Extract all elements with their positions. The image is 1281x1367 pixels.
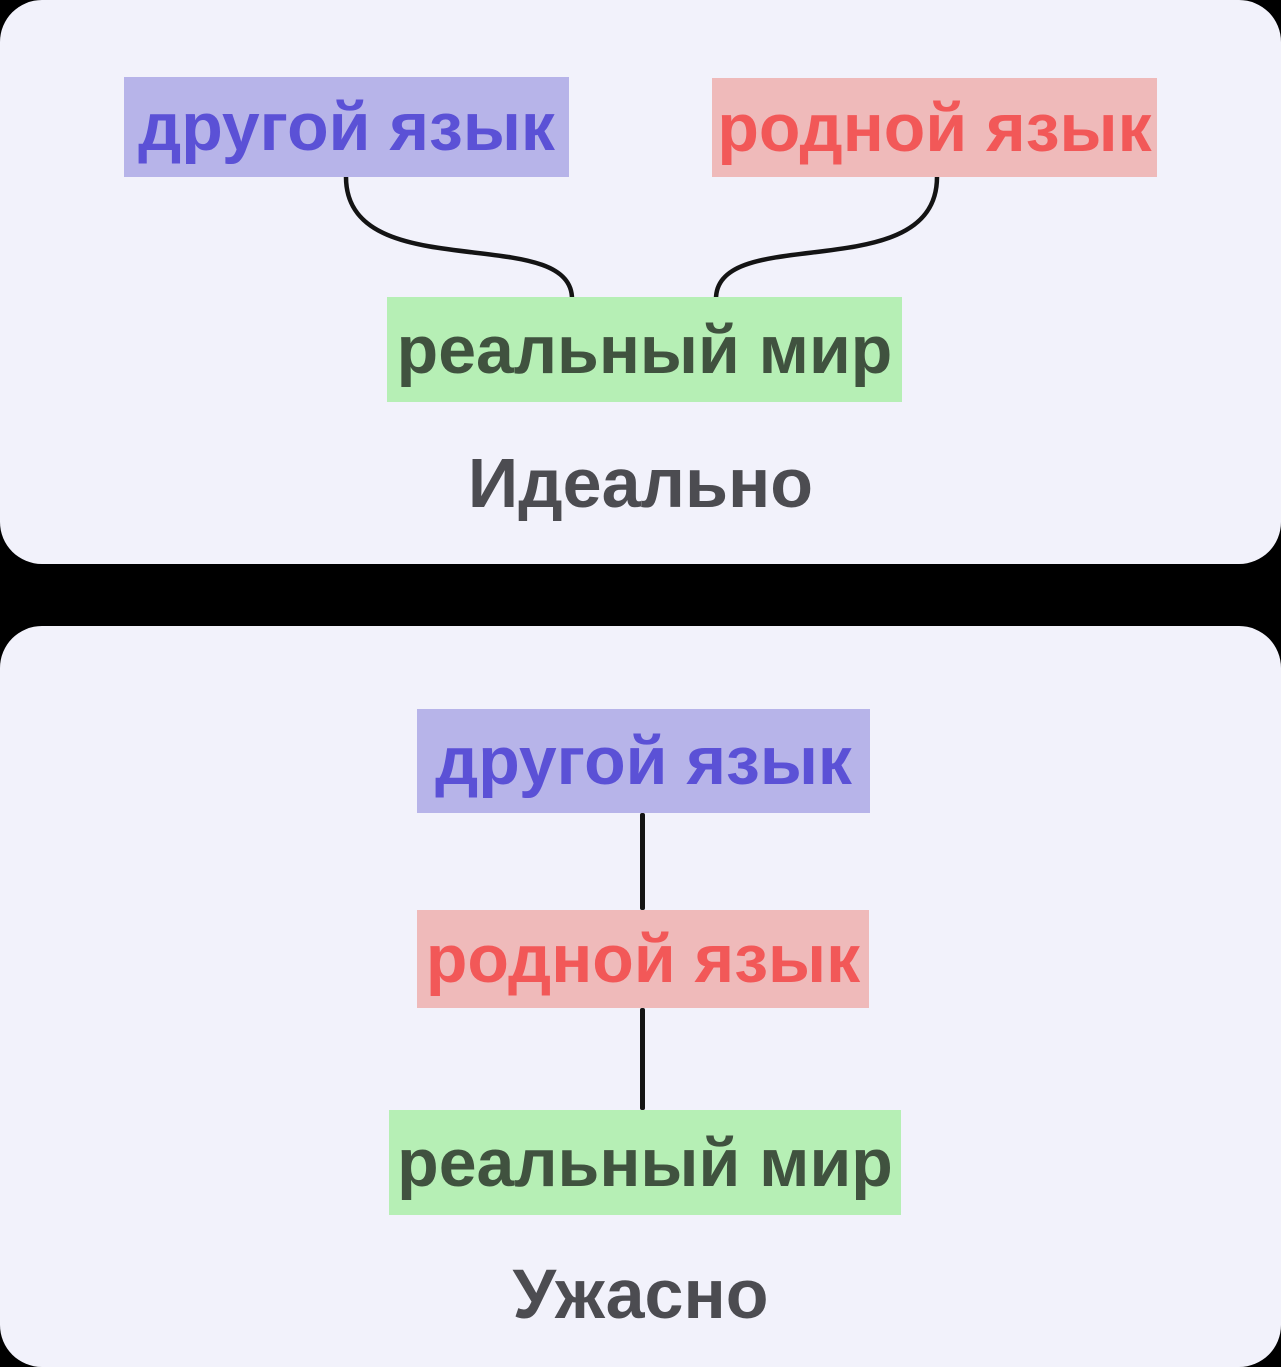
node-other-language: другой язык	[417, 709, 870, 813]
panel-ideal: другой язык родной язык реальный мир Иде…	[0, 0, 1281, 564]
node-native-language-label: родной язык	[717, 89, 1152, 166]
node-other-language-label: другой язык	[138, 89, 555, 165]
node-real-world-label: реальный мир	[397, 1124, 893, 1201]
node-real-world: реальный мир	[387, 297, 902, 402]
node-real-world: реальный мир	[389, 1110, 901, 1215]
node-native-language: родной язык	[712, 78, 1157, 177]
panel-awful: другой язык родной язык реальный мир Ужа…	[0, 626, 1281, 1367]
panel-ideal-caption: Идеально	[467, 444, 814, 522]
edge-other-to-world	[343, 174, 575, 302]
panel-awful-caption: Ужасно	[512, 1255, 769, 1333]
edge-native-to-world	[640, 1008, 645, 1110]
node-native-language: родной язык	[417, 910, 869, 1008]
edge-other-to-native	[640, 813, 645, 910]
node-native-language-label: родной язык	[425, 921, 861, 997]
node-other-language-label: другой язык	[435, 723, 852, 799]
node-other-language: другой язык	[124, 77, 569, 177]
node-real-world-label: реальный мир	[396, 311, 893, 388]
edge-native-to-world	[713, 174, 940, 302]
